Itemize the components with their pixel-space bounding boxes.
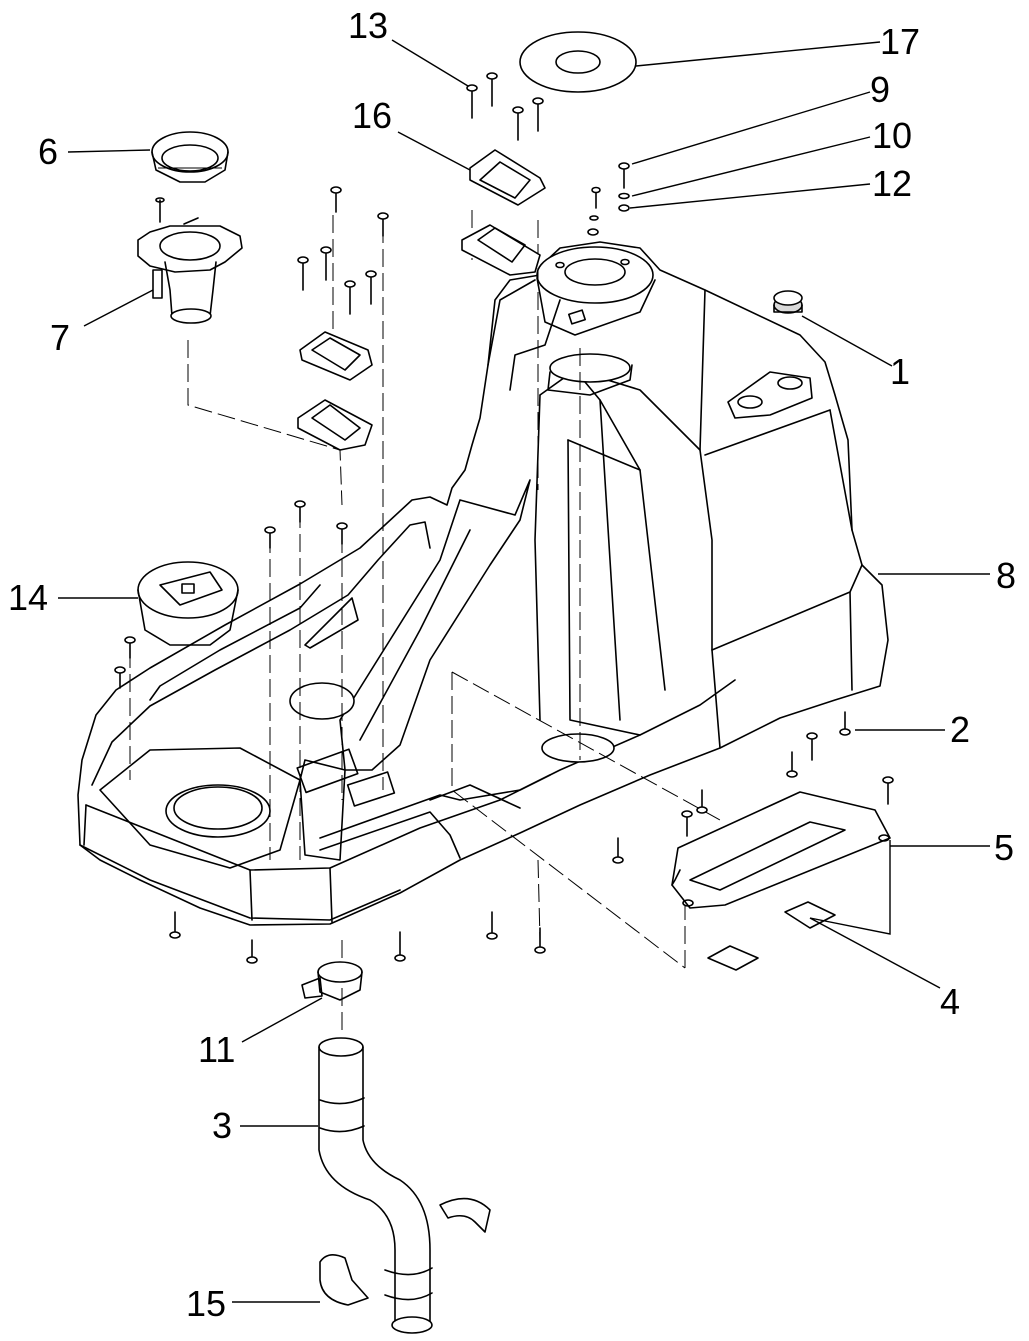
callout-4: 4 xyxy=(940,981,960,1022)
callout-numbers: 13 17 9 16 10 6 12 7 1 8 14 2 5 4 11 3 1… xyxy=(8,5,1016,1324)
callout-8: 8 xyxy=(996,555,1016,596)
main-body-shell xyxy=(77,241,889,926)
callout-3: 3 xyxy=(212,1105,232,1146)
screw-fasteners xyxy=(114,72,894,964)
callout-leader-lines xyxy=(58,39,990,1303)
callout-11: 11 xyxy=(198,1029,235,1070)
part-17-gasket-disc xyxy=(519,31,637,93)
part-14-round-cap xyxy=(137,561,239,646)
callout-17: 17 xyxy=(880,21,920,62)
callout-15: 15 xyxy=(186,1283,226,1324)
callout-9: 9 xyxy=(870,69,890,110)
callout-14: 14 xyxy=(8,577,48,618)
callout-6: 6 xyxy=(38,131,58,172)
callout-2: 2 xyxy=(950,709,970,750)
callout-16: 16 xyxy=(352,95,392,136)
part-16-bracket-mid xyxy=(297,331,373,451)
callout-13: 13 xyxy=(348,5,388,46)
part-6-flange-ring xyxy=(151,131,229,183)
callout-12: 12 xyxy=(872,163,912,204)
part-5-cover-plate xyxy=(671,791,891,909)
assembly-guide-lines xyxy=(129,210,721,1035)
part-16-bracket-top xyxy=(461,149,546,276)
callout-10: 10 xyxy=(872,115,912,156)
callout-5: 5 xyxy=(994,827,1014,868)
part-3-elbow-hose xyxy=(318,1037,433,1334)
part-4-pads xyxy=(707,901,836,971)
part-1-grommet xyxy=(773,290,803,314)
part-15-hose-clamps xyxy=(319,1197,491,1306)
callout-7: 7 xyxy=(50,317,70,358)
part-7-flange-tube xyxy=(137,197,243,324)
part-11-hose-clamp xyxy=(301,961,363,1001)
callout-1: 1 xyxy=(890,351,910,392)
